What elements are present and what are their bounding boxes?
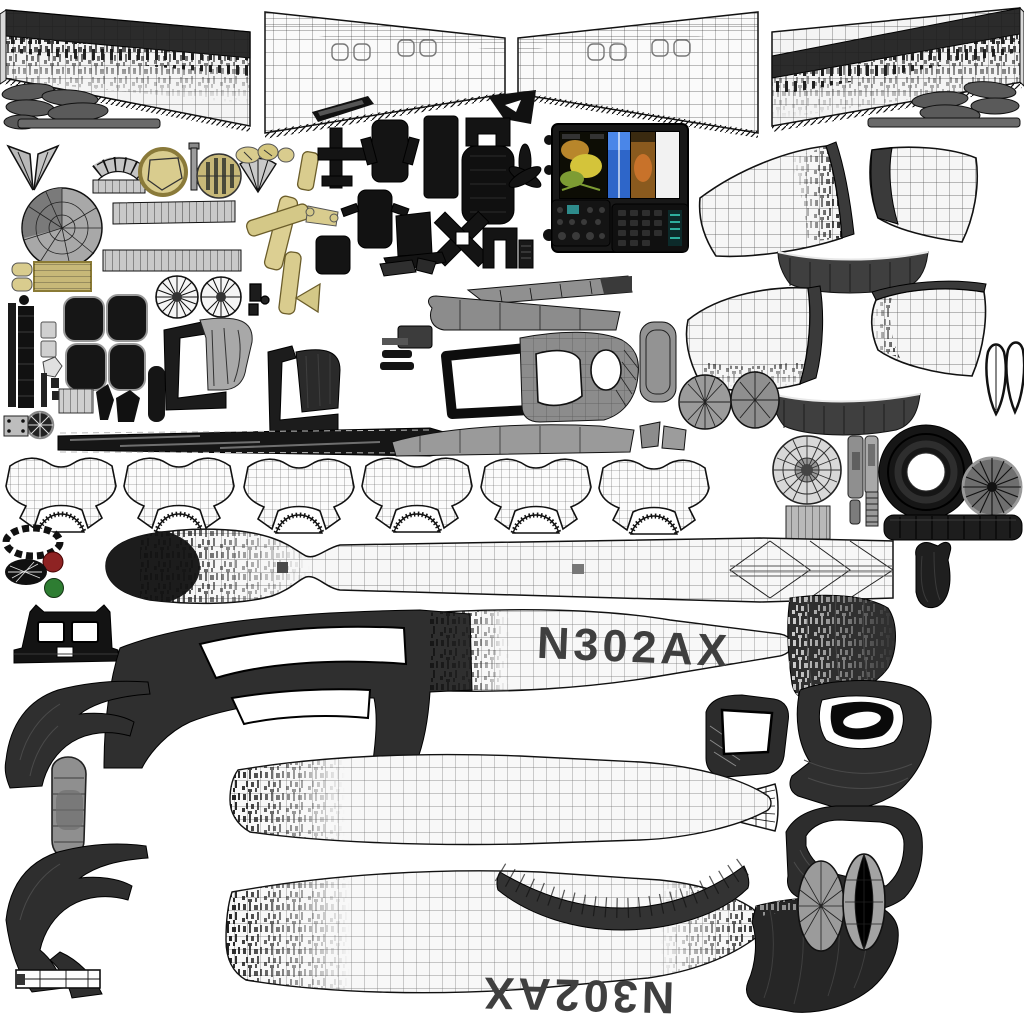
wheel-fairing (124, 458, 234, 532)
keypad-right (611, 203, 689, 253)
seatback-with-arms (360, 119, 420, 183)
rubber-bar (883, 514, 1023, 541)
door-frame-window (705, 694, 789, 778)
interior-black-parts (315, 115, 542, 275)
weather-radar-screen (560, 132, 607, 198)
wing-panel-upper-right (771, 6, 1024, 132)
brake-plate (785, 505, 831, 540)
wheel-hub-disc (772, 435, 842, 505)
wing-panel-lower-left (264, 11, 506, 139)
vent-grille (518, 239, 534, 269)
nav-light-red (42, 551, 64, 573)
box-part (315, 235, 351, 275)
wheel-fairing (362, 458, 472, 532)
spinner-backplate-discs (678, 371, 780, 430)
quarter-window-panel (639, 321, 677, 403)
ventral-smile-fairing (494, 857, 750, 931)
blade-teardrops (985, 341, 1024, 417)
mitt-fairing (915, 541, 952, 609)
driveshaft-dagger (57, 427, 493, 457)
cowl-tub-2 (771, 393, 921, 436)
spoked-wheel-left (155, 275, 199, 319)
cowl-cheek-panel (789, 680, 932, 810)
tan-cap-disc (138, 147, 188, 197)
cowl-panel-1b (869, 146, 979, 243)
oil-cooler-radiator (11, 261, 92, 292)
segment-strip-small-lines (93, 180, 145, 193)
tan-bone-part (305, 205, 339, 227)
blade-star (508, 143, 542, 188)
cabin-side-piece (519, 331, 639, 423)
seat-frame-left (163, 317, 253, 411)
wheel-fairing (244, 459, 354, 533)
tan-striped-disc (196, 153, 242, 199)
cowl-panel-1a (698, 141, 855, 258)
u-channel-bench (482, 227, 518, 269)
wheel-pant-pods (797, 853, 886, 952)
cabin-frame-antler-a (4, 680, 151, 789)
landing-gear-assembly (246, 151, 321, 316)
wing-fairing-scraps-right (867, 81, 1021, 128)
small-panels (40, 321, 94, 414)
blank-screen-column (656, 132, 679, 198)
cross-mount-part (317, 127, 367, 189)
seat-cushions (63, 294, 148, 391)
spoked-cone-wheel (961, 456, 1023, 518)
cowl-panel-2b (870, 280, 987, 377)
nav-light-green (44, 578, 64, 598)
gear-strut-straps (847, 435, 879, 527)
fuselage-bottom-mid (229, 753, 772, 846)
tire-donut (878, 424, 974, 520)
tall-panel (423, 115, 459, 199)
small-spoked-hub (25, 410, 55, 440)
trim-wedge (488, 90, 536, 124)
segment-strip-b (102, 249, 242, 272)
spinner-spiral-disc (21, 187, 103, 269)
panel-bracket-black (13, 604, 119, 664)
tailplane-strip (466, 275, 633, 305)
wheel-fairing (599, 460, 709, 534)
hatched-lens-oval (5, 559, 47, 585)
belly-strip (391, 421, 687, 457)
pfd-sky-column (608, 132, 630, 198)
window-frame-part (441, 343, 535, 419)
registration-text: N302AX (536, 617, 732, 676)
mount-plate (3, 415, 29, 437)
terrain-column (631, 132, 655, 198)
wheel-fairing-row (6, 458, 709, 534)
door-skin-oblong (51, 756, 87, 859)
segment-strip-a (112, 200, 236, 225)
gear-leg-stick (188, 142, 200, 191)
fuselage-side-upper: N302AX (103, 609, 793, 769)
spoked-wheel-right (200, 276, 242, 318)
pilot-seat-back (461, 117, 515, 225)
dashed-seal-ring (2, 524, 64, 560)
strut-strip (312, 96, 374, 122)
vortex-generator-blades (6, 144, 60, 191)
step-strip (15, 969, 101, 989)
quarter-panel-speckled (787, 594, 896, 701)
fuselage-bottom-lower: N302AX (225, 870, 764, 1024)
copilot-seat (340, 189, 410, 249)
avionics-display (543, 123, 689, 253)
registration-text-mirrored: N302AX (480, 967, 675, 1023)
wheel-fairing (481, 459, 591, 533)
wheel-fairing (6, 458, 116, 532)
x-mount (433, 210, 490, 268)
sill-bar (428, 295, 621, 331)
mid-gray-parts (379, 257, 687, 457)
console-panel (395, 211, 433, 257)
keypad-left (551, 199, 611, 247)
wing-panel-lower-right (517, 11, 759, 138)
tan-knuckle-parts (235, 143, 295, 164)
wing-fairing-scraps-left (1, 83, 161, 130)
fuselage-top-strip (105, 528, 894, 605)
control-stick-boots (96, 366, 165, 422)
seat-rail-strips (8, 295, 34, 408)
seat-frame-right (267, 345, 341, 434)
